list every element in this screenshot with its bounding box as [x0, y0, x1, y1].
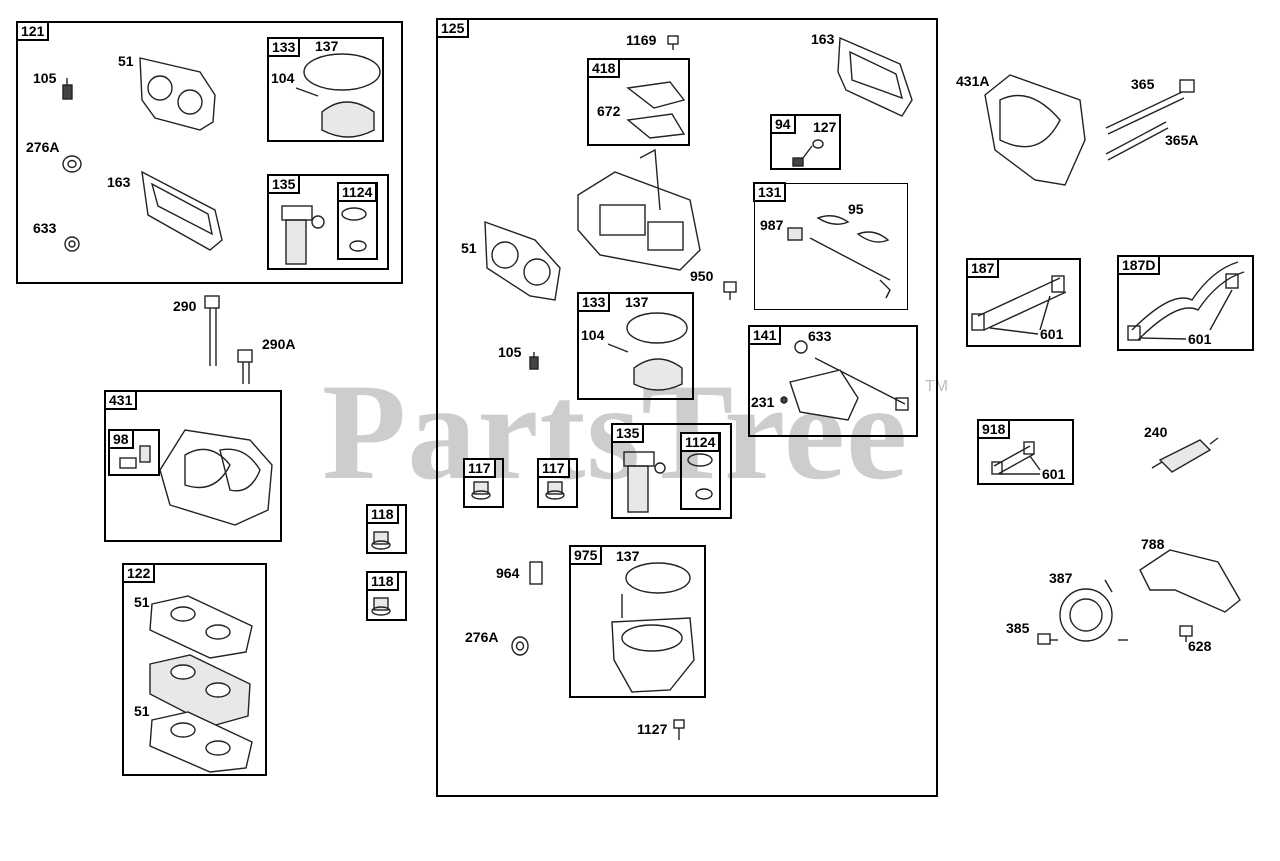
screw-icon	[1037, 633, 1058, 645]
part-51-d: 51	[461, 240, 477, 256]
kit-133-b-box: 133	[577, 292, 694, 400]
kit-tag: 121	[16, 21, 50, 41]
kit-117-b-box: 117	[537, 458, 578, 508]
kit-tag: 187D	[1117, 255, 1161, 275]
kit-tag: 418	[587, 58, 621, 78]
part-950: 950	[690, 268, 714, 284]
part-1127: 1127	[637, 721, 668, 737]
kit-118-a-box: 118	[366, 504, 407, 554]
kit-tag: 1124	[680, 432, 721, 452]
part-105-a: 105	[33, 70, 57, 86]
part-127: 127	[813, 119, 837, 135]
kit-141-box: 141	[748, 325, 918, 437]
part-365: 365	[1131, 76, 1155, 92]
part-240: 240	[1144, 424, 1168, 440]
part-290a: 290A	[262, 336, 296, 352]
bolt-icon	[1105, 121, 1169, 161]
kit-94-box: 94	[770, 114, 841, 170]
kit-tag: 125	[436, 18, 470, 38]
kit-121-box: 121	[16, 21, 403, 284]
intake-manifold-icon	[984, 74, 1086, 186]
kit-tag: 94	[770, 114, 796, 134]
part-601-b: 601	[1188, 331, 1212, 347]
part-51-b: 51	[134, 594, 150, 610]
part-290: 290	[173, 298, 197, 314]
bracket-icon	[1139, 549, 1241, 613]
part-231: 231	[751, 394, 775, 410]
kit-tag: 918	[977, 419, 1011, 439]
kit-tag: 98	[108, 429, 134, 449]
bolt-icon	[204, 295, 220, 366]
kit-tag: 117	[463, 458, 496, 478]
kit-131-box: 131	[753, 182, 908, 310]
part-163-a: 163	[107, 174, 131, 190]
bolt-icon	[237, 349, 253, 384]
kit-tag: 431	[104, 390, 138, 410]
part-385: 385	[1006, 620, 1030, 636]
part-163-b: 163	[811, 31, 835, 47]
part-1169: 1169	[626, 32, 657, 48]
kit-tag: 187	[966, 258, 1000, 278]
kit-tag: 131	[753, 182, 787, 202]
part-964: 964	[496, 565, 520, 581]
kit-418-box: 418	[587, 58, 690, 146]
part-137-c: 137	[616, 548, 640, 564]
part-387: 387	[1049, 570, 1073, 586]
kit-118-b-box: 118	[366, 571, 407, 621]
kit-tag: 975	[569, 545, 603, 565]
kit-918-box: 918	[977, 419, 1074, 485]
part-672: 672	[597, 103, 621, 119]
part-601-a: 601	[1040, 326, 1064, 342]
kit-98-box: 98	[108, 429, 160, 476]
part-987: 987	[760, 217, 784, 233]
part-137-b: 137	[625, 294, 649, 310]
kit-187-box: 187	[966, 258, 1081, 347]
kit-122-box: 122	[122, 563, 267, 776]
part-431a: 431A	[956, 73, 990, 89]
kit-tag: 135	[611, 423, 645, 443]
fuel-filter-icon	[1151, 437, 1219, 473]
kit-125-box: 125	[436, 18, 938, 797]
part-104-b: 104	[581, 327, 605, 343]
kit-tag: 135	[267, 174, 301, 194]
kit-133-a-box: 133	[267, 37, 384, 142]
part-788: 788	[1141, 536, 1165, 552]
kit-135-b-box: 135	[611, 423, 732, 519]
part-137-a: 137	[315, 38, 339, 54]
kit-431-box: 431	[104, 390, 282, 542]
part-365a: 365A	[1165, 132, 1199, 148]
part-276a-b: 276A	[465, 629, 499, 645]
kit-135-a-box: 135	[267, 174, 389, 270]
part-105-b: 105	[498, 344, 522, 360]
kit-tag: 133	[267, 37, 301, 57]
kit-tag: 118	[366, 571, 399, 591]
kit-tag: 141	[748, 325, 782, 345]
part-104-a: 104	[271, 70, 295, 86]
kit-975-box: 975	[569, 545, 706, 698]
part-276a-a: 276A	[26, 139, 60, 155]
kit-187d-box: 187D	[1117, 255, 1254, 351]
kit-tag: 122	[122, 563, 156, 583]
part-95: 95	[848, 201, 864, 217]
part-51-c: 51	[134, 703, 150, 719]
kit-117-a-box: 117	[463, 458, 504, 508]
kit-tag: 118	[366, 504, 399, 524]
kit-tag: 1124	[337, 182, 378, 202]
part-633-a: 633	[33, 220, 57, 236]
kit-tag: 117	[537, 458, 570, 478]
part-51-a: 51	[118, 53, 134, 69]
fuel-pump-icon	[1059, 579, 1128, 642]
kit-1124-a-box: 1124	[337, 182, 378, 260]
kit-tag: 133	[577, 292, 611, 312]
part-601-c: 601	[1042, 466, 1066, 482]
part-628: 628	[1188, 638, 1212, 654]
kit-1124-b-box: 1124	[680, 432, 721, 510]
part-633-b: 633	[808, 328, 832, 344]
